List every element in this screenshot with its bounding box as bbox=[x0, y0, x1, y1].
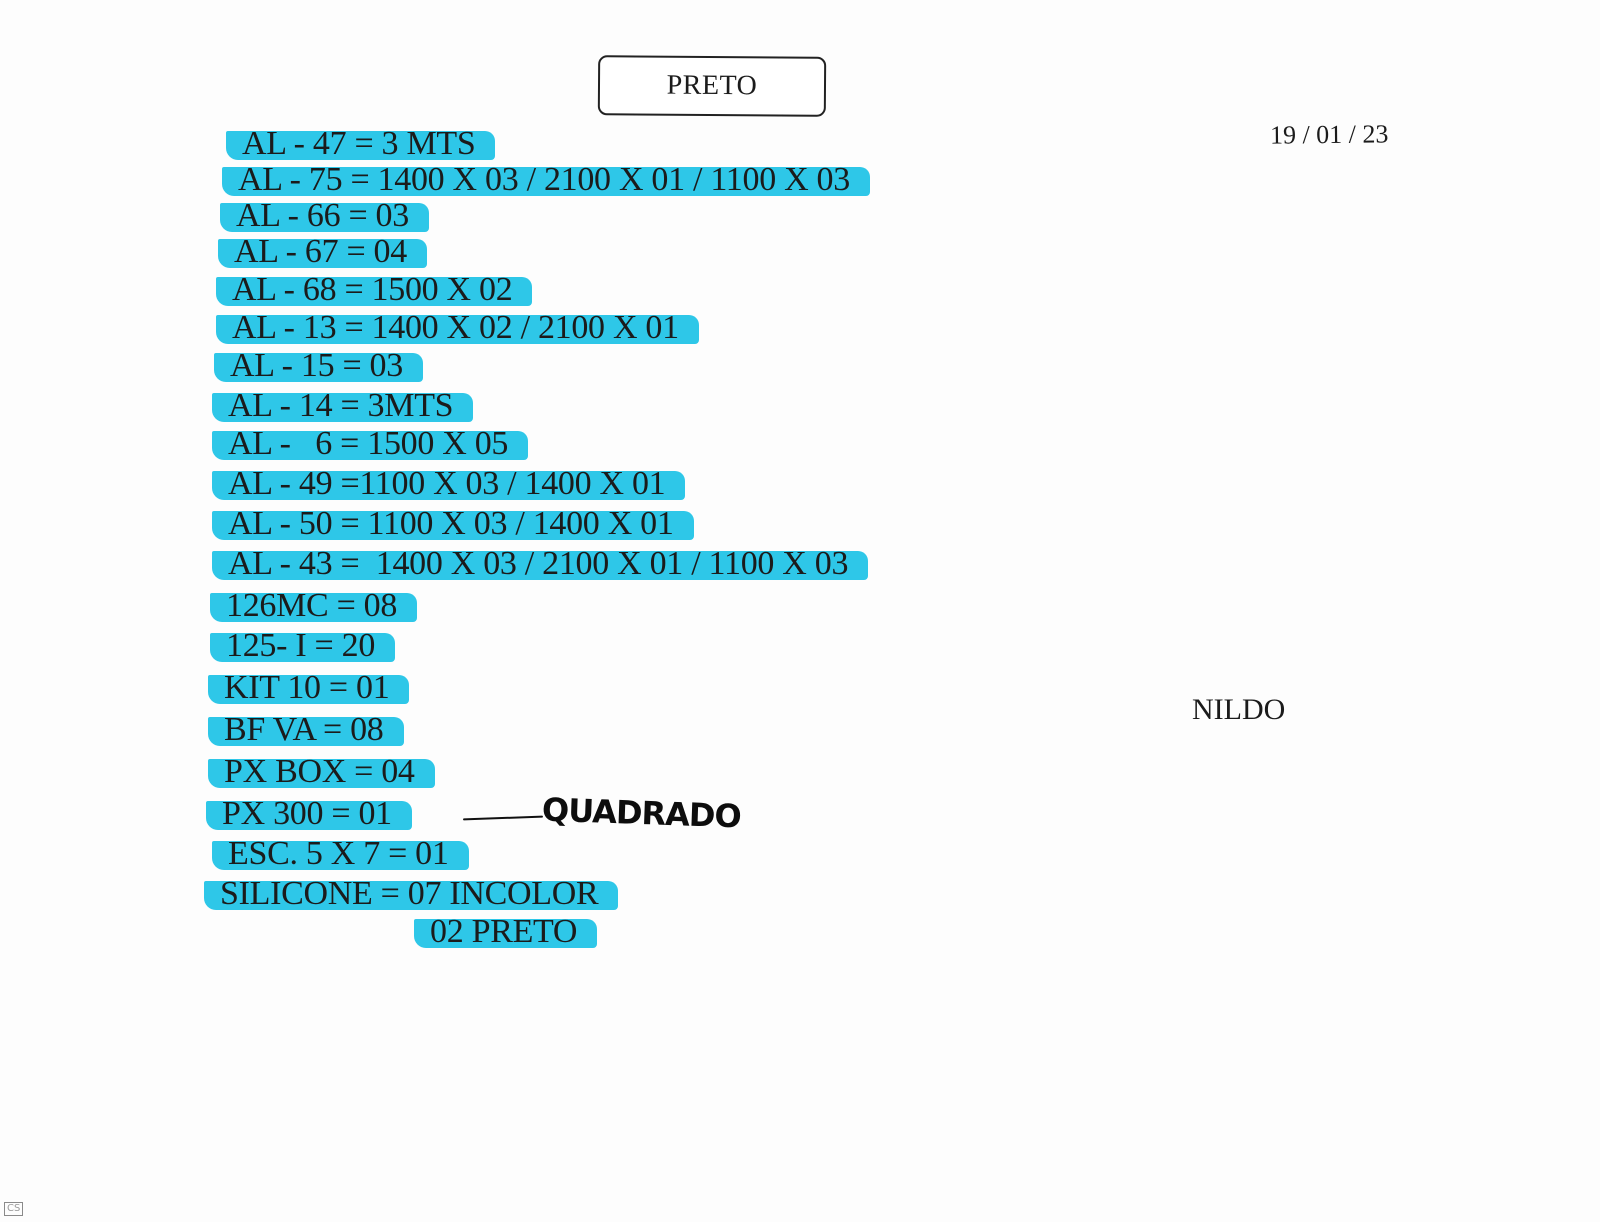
highlighted-text: AL - 75 = 1400 X 03 / 2100 X 01 / 1100 X… bbox=[222, 160, 870, 200]
list-item: ESC. 5 X 7 = 01 bbox=[212, 834, 469, 874]
list-item: AL - 66 = 03 bbox=[220, 196, 429, 236]
scanner-watermark: CS bbox=[4, 1202, 24, 1216]
highlighted-text: AL - 68 = 1500 X 02 bbox=[215, 270, 533, 310]
list-item: AL - 68 = 1500 X 02 bbox=[215, 270, 533, 310]
highlighted-text: 125- I = 20 bbox=[209, 626, 396, 666]
list-item: AL - 75 = 1400 X 03 / 2100 X 01 / 1100 X… bbox=[222, 160, 870, 200]
highlighted-text: AL - 14 = 3MTS bbox=[211, 386, 474, 426]
customer-name: NILDO bbox=[1192, 693, 1286, 726]
handwritten-note: QUADRADO bbox=[541, 790, 742, 836]
highlighted-text: PX 300 = 01 bbox=[206, 794, 412, 834]
list-item: 126MC = 08 bbox=[209, 586, 418, 626]
highlighted-text: AL - 67 = 04 bbox=[218, 232, 427, 272]
highlighted-text: AL - 50 = 1100 X 03 / 1400 X 01 bbox=[212, 504, 694, 544]
highlighted-text: AL - 6 = 1500 X 05 bbox=[211, 424, 529, 464]
list-item: AL - 15 = 03 bbox=[214, 346, 423, 386]
highlighted-text: SILICONE = 07 INCOLOR bbox=[203, 874, 619, 914]
list-item: 125- I = 20 bbox=[209, 626, 396, 666]
list-item: AL - 49 =1100 X 03 / 1400 X 01 bbox=[211, 464, 686, 504]
list-item: PX BOX = 04 bbox=[208, 752, 435, 792]
highlighted-text: 02 PRETO bbox=[413, 912, 598, 952]
list-item: SILICONE = 07 INCOLOR bbox=[203, 874, 619, 914]
highlighted-text: AL - 43 = 1400 X 03 / 2100 X 01 / 1100 X… bbox=[211, 544, 869, 584]
handwritten-dash bbox=[462, 815, 544, 821]
highlighted-text: PX BOX = 04 bbox=[208, 752, 435, 792]
list-item: KIT 10 = 01 bbox=[207, 668, 410, 708]
document-date: 19 / 01 / 23 bbox=[1269, 119, 1389, 150]
list-item: PX 300 = 01 bbox=[206, 794, 412, 834]
highlighted-text: AL - 13 = 1400 X 02 / 2100 X 01 bbox=[216, 308, 699, 348]
title-box: PRETO bbox=[597, 55, 827, 117]
list-item: BF VA = 08 bbox=[208, 710, 403, 750]
list-item: AL - 47 = 3 MTS bbox=[225, 124, 496, 164]
document-title: PRETO bbox=[666, 69, 758, 102]
list-item: AL - 13 = 1400 X 02 / 2100 X 01 bbox=[216, 308, 699, 348]
list-item: AL - 67 = 04 bbox=[218, 232, 427, 272]
list-item: AL - 6 = 1500 X 05 bbox=[211, 424, 529, 464]
highlighted-text: BF VA = 08 bbox=[208, 710, 403, 750]
highlighted-text: KIT 10 = 01 bbox=[207, 668, 410, 708]
list-item: 02 PRETO bbox=[413, 912, 598, 952]
highlighted-text: ESC. 5 X 7 = 01 bbox=[212, 834, 469, 874]
list-item: AL - 14 = 3MTS bbox=[211, 386, 474, 426]
scanner-logo: CS bbox=[4, 1202, 24, 1216]
highlighted-text: AL - 49 =1100 X 03 / 1400 X 01 bbox=[211, 464, 686, 504]
highlighted-text: AL - 66 = 03 bbox=[220, 196, 429, 236]
highlighted-text: AL - 47 = 3 MTS bbox=[225, 124, 496, 164]
list-item: AL - 50 = 1100 X 03 / 1400 X 01 bbox=[212, 504, 694, 544]
highlighted-text: 126MC = 08 bbox=[209, 586, 418, 626]
highlighted-text: AL - 15 = 03 bbox=[214, 346, 423, 386]
list-item: AL - 43 = 1400 X 03 / 2100 X 01 / 1100 X… bbox=[211, 544, 869, 584]
